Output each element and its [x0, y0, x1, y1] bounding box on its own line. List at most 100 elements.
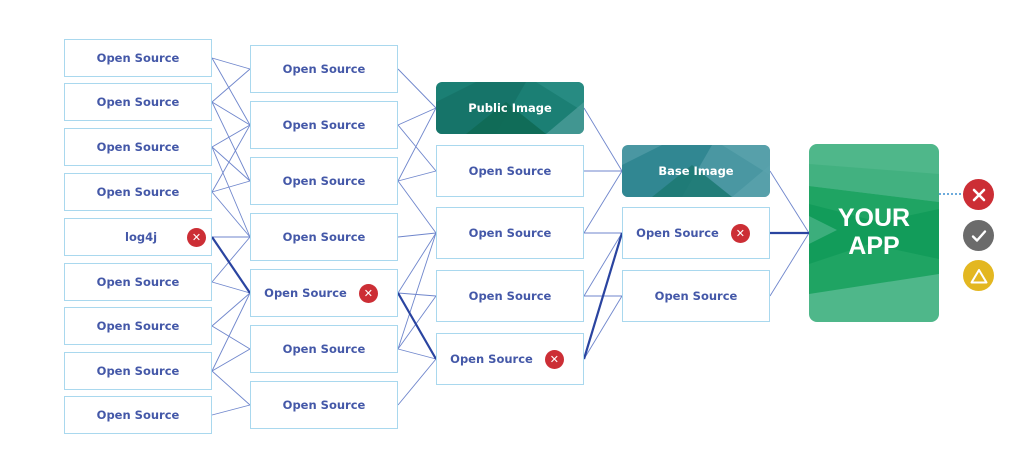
open-source-node[interactable]: Open Source [250, 45, 398, 93]
vulnerability-x-icon: ✕ [730, 223, 750, 243]
dependency-edge [211, 292, 251, 372]
dependency-edge [397, 232, 437, 294]
dependency-edge [211, 101, 251, 182]
node-label: log4j [125, 230, 158, 244]
node-label: Open Source [96, 275, 180, 289]
open-source-node[interactable]: Open Source [250, 213, 398, 261]
dependency-edge [211, 57, 251, 126]
open-source-node[interactable]: Open Source [622, 270, 770, 322]
node-label: Open Source [96, 364, 180, 378]
dependency-edge [397, 232, 437, 238]
open-source-node[interactable]: Open Source✕ [250, 269, 398, 317]
app-title-line2: APP [848, 232, 900, 260]
node-label: Public Image [468, 101, 552, 115]
dependency-edge [397, 180, 437, 234]
open-source-node[interactable]: Open Source [250, 325, 398, 373]
node-label: Open Source [96, 51, 180, 65]
dependency-edge [397, 107, 437, 126]
open-source-node[interactable]: Open Source [64, 173, 212, 211]
node-label: Open Source [282, 62, 366, 76]
node-label: Open Source [264, 286, 347, 300]
dependency-edge [397, 68, 437, 109]
node-label: Open Source [468, 164, 552, 178]
open-source-node[interactable]: Open Source [64, 352, 212, 390]
image-texture [622, 145, 770, 197]
open-source-node[interactable]: Open Source [436, 270, 584, 322]
dependency-edge [397, 358, 437, 406]
dependency-edge [211, 146, 251, 182]
dependency-edge [211, 191, 251, 238]
dependency-edge [769, 232, 810, 297]
vulnerability-x-icon: ✕ [187, 227, 207, 247]
log4j-node[interactable]: log4j ✕ [64, 218, 212, 256]
node-label: Open Source [654, 289, 738, 303]
dependency-edge [211, 325, 251, 350]
dependency-edge [211, 292, 251, 327]
dependency-edge [211, 101, 251, 126]
vulnerable-path-edge [211, 236, 251, 294]
node-label: Open Source [96, 185, 180, 199]
dependency-edge [397, 124, 437, 172]
open-source-node[interactable]: Open Source [64, 307, 212, 345]
dependency-edge [397, 170, 437, 182]
status-ok[interactable] [963, 220, 994, 251]
open-source-node[interactable]: Open Source✕ [436, 333, 584, 385]
dependency-edge [211, 370, 251, 406]
dependency-edge [397, 292, 437, 297]
open-source-node[interactable]: Open Source [250, 157, 398, 205]
node-label: Open Source [636, 226, 719, 240]
node-label: Open Source [96, 140, 180, 154]
dependency-edge [211, 404, 251, 416]
node-label: Open Source [282, 230, 366, 244]
dependency-edge [211, 68, 251, 103]
node-label: Open Source [282, 174, 366, 188]
node-label: Open Source [282, 342, 366, 356]
open-source-node[interactable]: Open Source [64, 83, 212, 121]
status-warning[interactable] [963, 260, 994, 291]
dependency-edge [211, 57, 251, 70]
node-label: Open Source [450, 352, 533, 366]
your-app-node[interactable]: YOUR APP [809, 144, 939, 322]
dependency-edge [397, 232, 437, 350]
node-label: Open Source [96, 319, 180, 333]
dependency-edge [583, 107, 623, 172]
app-title-line1: YOUR [837, 204, 911, 232]
vulnerable-path-edge [582, 232, 624, 360]
open-source-node[interactable]: Open Source [64, 39, 212, 77]
open-source-node[interactable]: Open Source [64, 396, 212, 434]
status-error[interactable] [963, 179, 994, 210]
dependency-edge [211, 281, 251, 294]
dependency-edge [397, 295, 437, 350]
dependency-edge [397, 348, 437, 360]
dependency-edge [583, 295, 623, 360]
open-source-node[interactable]: Open Source ✕ [622, 207, 770, 259]
public-image-node[interactable]: Public Image [436, 82, 584, 134]
dependency-edge [583, 170, 623, 234]
warning-triangle-icon [970, 268, 987, 283]
dependency-edge [211, 124, 251, 193]
dependency-edge [211, 236, 251, 283]
node-label: Open Source [282, 398, 366, 412]
open-source-node[interactable]: Open Source [436, 145, 584, 197]
dependency-edge [211, 124, 251, 148]
app-background [809, 144, 939, 322]
open-source-node[interactable]: Open Source [250, 101, 398, 149]
x-icon [972, 188, 985, 201]
node-label: Base Image [658, 164, 734, 178]
dependency-edge [211, 146, 251, 238]
node-label: Open Source [282, 118, 366, 132]
base-image-node[interactable]: Base Image [622, 145, 770, 197]
node-label: Open Source [96, 408, 180, 422]
dependency-edge [211, 180, 251, 193]
vulnerable-path-edge [397, 292, 437, 360]
node-label: Open Source [468, 226, 552, 240]
open-source-node[interactable]: Open Source [64, 263, 212, 301]
open-source-node[interactable]: Open Source [436, 207, 584, 259]
open-source-node[interactable]: Open Source [250, 381, 398, 429]
open-source-node[interactable]: Open Source [64, 128, 212, 166]
image-texture [436, 82, 584, 134]
check-icon [971, 229, 986, 242]
dependency-edge [583, 232, 623, 297]
dependency-edge [397, 107, 437, 182]
